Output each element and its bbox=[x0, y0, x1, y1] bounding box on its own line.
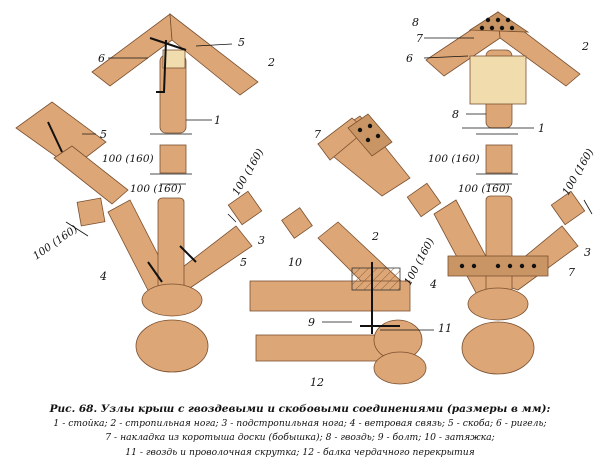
ridge-joint-top-left bbox=[91, 13, 259, 174]
loose-block-2 bbox=[227, 190, 263, 226]
leader-lines bbox=[82, 37, 534, 331]
callout-5-bottom-left: 5 bbox=[240, 256, 247, 269]
dim-right-1: 100 (160) bbox=[428, 153, 480, 165]
dim-left-1: 100 (160) bbox=[102, 153, 154, 165]
log-bottom bbox=[135, 319, 209, 373]
callout-5-mid-left: 5 bbox=[100, 128, 107, 141]
callout-3-bottom-right: 3 bbox=[584, 246, 591, 259]
callout-11-bottom-mid: 11 bbox=[438, 322, 452, 335]
callout-5-top-left: 5 bbox=[238, 36, 245, 49]
callout-7-mid-right: 7 bbox=[314, 128, 321, 141]
callout-4-bottom-left: 4 bbox=[99, 270, 107, 283]
nail-dots bbox=[357, 17, 537, 269]
loose-block-3 bbox=[281, 207, 313, 239]
dimension-lines bbox=[65, 133, 593, 237]
post-plate-r bbox=[469, 55, 527, 105]
t-beam bbox=[15, 101, 107, 169]
post-segment-r bbox=[485, 144, 513, 174]
t-joint-left bbox=[15, 101, 129, 205]
center-post bbox=[157, 197, 185, 299]
callout-7-top-right: 7 bbox=[416, 32, 423, 45]
caption-legend-line-3: 11 - гвоздь и проволочная скрутка; 12 - … bbox=[125, 446, 475, 458]
callout-2-bottom-mid: 2 bbox=[371, 230, 379, 243]
t-post bbox=[53, 145, 129, 205]
ridge-block bbox=[162, 49, 186, 69]
callout-3-bottom-left: 3 bbox=[258, 234, 265, 247]
ridge-plate-r bbox=[468, 11, 530, 33]
callout-10-bottom-mid: 10 bbox=[288, 256, 302, 269]
figure-caption: Рис. 68. Узлы крыш с гвоздевыми и скобов… bbox=[0, 402, 600, 460]
callout-2-top-left: 2 bbox=[267, 56, 275, 69]
dim-left-diagonal: 100 (160) bbox=[31, 223, 80, 262]
callout-2-top-right: 2 bbox=[581, 40, 589, 53]
log-mid-bottom bbox=[373, 351, 427, 385]
corner-joint-middle bbox=[317, 113, 411, 197]
log-top-r bbox=[467, 287, 529, 321]
loose-block-1 bbox=[76, 197, 106, 227]
callout-6-top-right: 6 bbox=[406, 52, 413, 65]
dim-left-2: 100 (160) bbox=[130, 183, 182, 195]
dim-right-diagonal-2: 100 (160) bbox=[560, 147, 596, 198]
log-top bbox=[141, 283, 203, 317]
strut-joint-left bbox=[76, 190, 263, 373]
roof-joints-diagram: 1 2 5 6 5 4 3 5 7 1 8 7 6 2 8 2 10 9 11 … bbox=[15, 11, 596, 389]
rafter-right bbox=[169, 13, 259, 96]
dim-left-diagonal-2: 100 (160) bbox=[230, 147, 266, 198]
callout-4-bottom-right: 4 bbox=[429, 278, 437, 291]
callout-8-top-right-b: 8 bbox=[452, 108, 459, 121]
callout-8-top-right-a: 8 bbox=[412, 16, 419, 29]
staples bbox=[47, 37, 400, 334]
callout-12-bottom-mid: 12 bbox=[310, 376, 324, 389]
strut-joint-right bbox=[433, 190, 586, 375]
loose-block-5 bbox=[550, 190, 586, 226]
dim-right-2: 100 (160) bbox=[458, 183, 510, 195]
post-segment bbox=[159, 144, 187, 174]
callout-6-top-left: 6 bbox=[98, 52, 105, 65]
callout-9-bottom-mid: 9 bbox=[308, 316, 315, 329]
ridge-joint-top-right bbox=[425, 11, 581, 174]
nail-plate bbox=[347, 113, 393, 157]
caption-title: Рис. 68. Узлы крыш с гвоздевыми и скобов… bbox=[49, 403, 551, 415]
caption-legend-line-1: 1 - стойка; 2 - стропильная нога; 3 - по… bbox=[53, 417, 547, 429]
caption-legend-line-2: 7 - накладка из коротыша доски (бобышка)… bbox=[105, 432, 495, 443]
loose-block-4 bbox=[406, 182, 442, 218]
callout-7-bottom-right: 7 bbox=[568, 266, 575, 279]
hatched-plate bbox=[351, 267, 401, 291]
center-post-r bbox=[485, 195, 513, 297]
callout-1-top-left: 1 bbox=[214, 114, 221, 127]
callout-1-mid-right: 1 bbox=[538, 122, 545, 135]
log-bottom-r bbox=[461, 321, 535, 375]
